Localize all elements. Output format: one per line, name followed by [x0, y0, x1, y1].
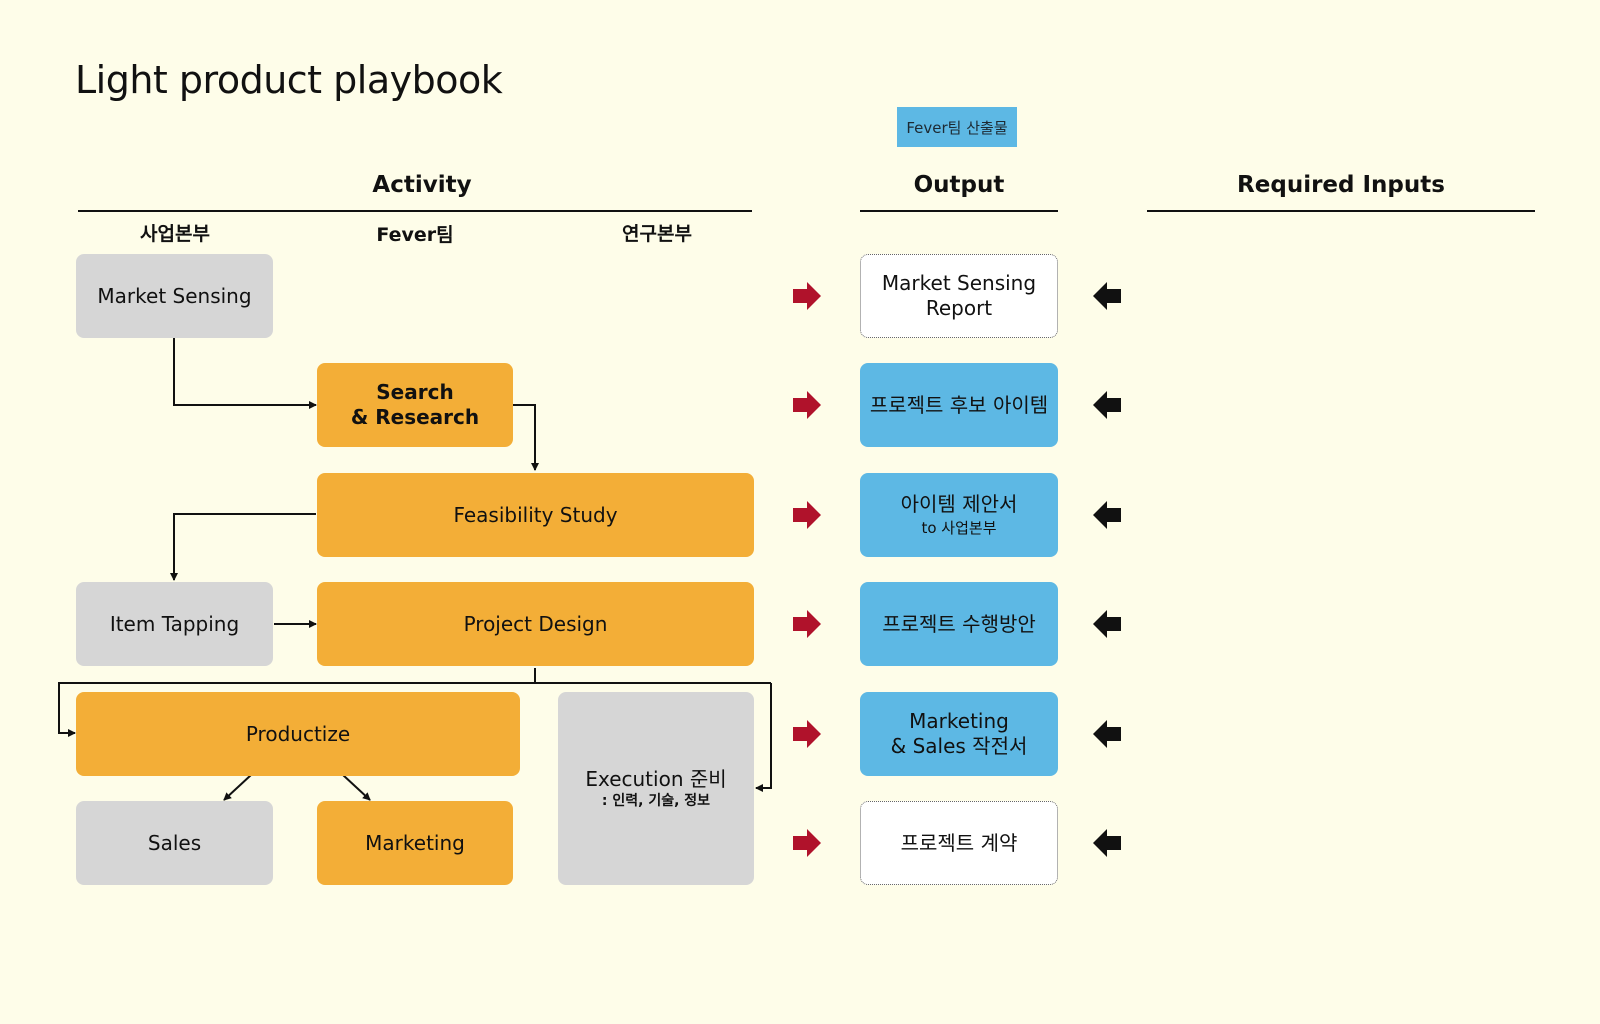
output-header-rule	[860, 210, 1058, 212]
activity-productize: Productize	[76, 692, 520, 776]
activity-search-research-line1: Search	[376, 380, 454, 404]
red-right-arrow-icon	[793, 391, 823, 419]
output-line: 프로젝트 후보 아이템	[869, 392, 1049, 417]
activity-sales-label: Sales	[147, 830, 202, 855]
activity-feasibility-study-label: Feasibility Study	[453, 502, 618, 527]
activity-header-rule	[78, 210, 752, 212]
output-line: 프로젝트 계약	[900, 830, 1018, 855]
black-left-arrow-icon	[1093, 501, 1123, 529]
activity-search-research-line2: & Research	[350, 405, 480, 429]
red-right-arrow-icon	[793, 282, 823, 310]
red-right-arrow-icon	[793, 501, 823, 529]
activity-marketing-label: Marketing	[365, 830, 465, 855]
activity-item-tapping: Item Tapping	[76, 582, 273, 666]
connector-productize-to-marketing	[342, 774, 371, 801]
activity-execution-prep: Execution 준비 : 인력, 기술, 정보	[558, 692, 754, 885]
output-item-proposal: 아이템 제안서 to 사업본부	[860, 473, 1058, 557]
red-right-arrow-icon	[793, 610, 823, 638]
activity-search-research: Search & Research	[317, 363, 513, 447]
red-right-arrow-icon	[793, 720, 823, 748]
connector-feasibility-to-item-tapping	[170, 513, 316, 581]
lane-header-business-division: 사업본부	[140, 223, 210, 245]
output-project-contract: 프로젝트 계약	[860, 801, 1058, 885]
output-line: & Sales 작전서	[890, 734, 1028, 758]
black-left-arrow-icon	[1093, 720, 1123, 748]
black-left-arrow-icon	[1093, 282, 1123, 310]
black-left-arrow-icon	[1093, 610, 1123, 638]
output-line: Marketing	[909, 709, 1009, 733]
activity-productize-label: Productize	[245, 721, 351, 746]
column-header-required-inputs: Required Inputs	[1237, 172, 1445, 198]
activity-market-sensing: Market Sensing	[76, 254, 273, 338]
column-header-output: Output	[913, 172, 1005, 198]
output-line: 프로젝트 수행방안	[882, 611, 1036, 636]
output-project-candidate-items: 프로젝트 후보 아이템	[860, 363, 1058, 447]
activity-market-sensing-label: Market Sensing	[97, 283, 252, 308]
output-marketing-sales-plan: Marketing & Sales 작전서	[860, 692, 1058, 776]
lane-header-fever-team: Fever팀	[376, 224, 454, 246]
output-project-execution-plan: 프로젝트 수행방안	[860, 582, 1058, 666]
activity-project-design-label: Project Design	[463, 611, 608, 636]
required-inputs-header-rule	[1147, 210, 1535, 212]
activity-sales: Sales	[76, 801, 273, 885]
activity-project-design: Project Design	[317, 582, 754, 666]
connector-to-execution	[755, 683, 772, 792]
activity-marketing: Marketing	[317, 801, 513, 885]
activity-execution-prep-title: Execution 준비	[585, 767, 727, 791]
black-left-arrow-icon	[1093, 391, 1123, 419]
activity-item-tapping-label: Item Tapping	[109, 611, 240, 636]
connector-to-productize	[58, 682, 771, 737]
red-right-arrow-icon	[793, 829, 823, 857]
activity-execution-prep-detail: : 인력, 기술, 정보	[601, 793, 711, 809]
output-market-sensing-report: Market Sensing Report	[860, 254, 1058, 338]
lane-header-research-division: 연구본부	[622, 223, 692, 245]
page-title: Light product playbook	[75, 58, 503, 102]
connector-productize-to-sales	[223, 774, 252, 801]
output-note: to 사업본부	[921, 518, 997, 537]
legend-fever-team-output: Fever팀 산출물	[897, 107, 1017, 147]
connector-search-to-feasibility	[512, 404, 539, 471]
black-left-arrow-icon	[1093, 829, 1123, 857]
column-header-activity: Activity	[372, 172, 472, 198]
output-line: 아이템 제안서	[900, 491, 1018, 516]
output-line: Market Sensing	[881, 271, 1037, 295]
output-line: Report	[925, 296, 993, 320]
connector-market-to-search	[173, 338, 317, 409]
activity-feasibility-study: Feasibility Study	[317, 473, 754, 557]
